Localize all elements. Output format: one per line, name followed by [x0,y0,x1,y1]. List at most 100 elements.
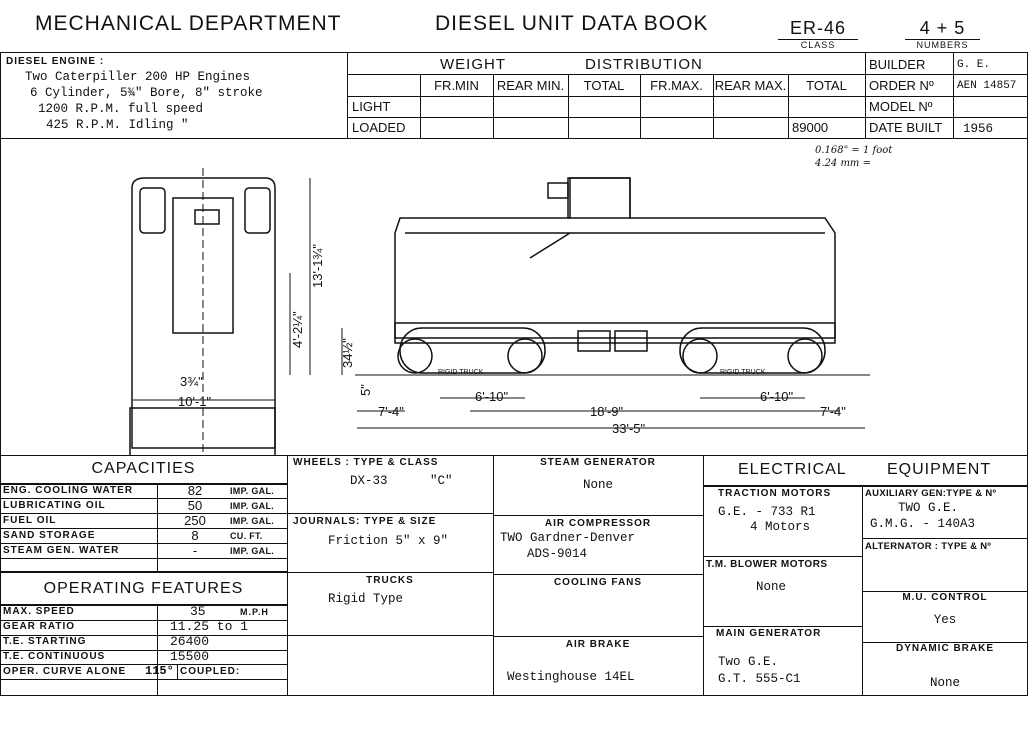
mu-control-value: Yes [933,613,957,627]
capacity-value: - [192,543,198,558]
divider [347,52,348,138]
aux-gen-value-2: G.M.G. - 140A3 [870,517,976,531]
wheels-label: WHEELS : TYPE & CLASS [293,457,439,468]
oper-curve-value: 115° [145,664,174,678]
operating-label: MAX. SPEED [3,606,75,617]
electrical-title: ELECTRICAL [738,461,847,478]
side-view [355,177,870,376]
engine-line: Two Caterpiller 200 HP Engines [25,70,251,84]
journals-label: JOURNALS: TYPE & SIZE [293,516,437,527]
numbers-value: 4 + 5 [905,18,980,40]
capacities-title: CAPACITIES [91,460,196,477]
divider [0,138,1028,139]
truck-label-rear: RIGID TRUCK [720,369,766,376]
capacity-unit: IMP. GAL. [230,516,275,526]
air-compressor-label: AIR COMPRESSOR [544,518,652,529]
dim-coupler-height: 34½" [340,338,355,368]
main-generator-value-2: G.T. 555-C1 [718,672,801,686]
trucks-label: TRUCKS [366,575,414,586]
truck-label-front: RIGID TRUCK [438,369,484,376]
main-generator-label: MAIN GENERATOR [716,628,822,639]
oper-curve-label: OPER. CURVE ALONE [3,666,127,677]
order-label: ORDER Nº [869,78,934,93]
operating-label: GEAR RATIO [3,621,76,632]
air-compressor-value-2: ADS-9014 [527,547,588,561]
date-built-label: DATE BUILT [869,120,943,135]
dynamic-brake-value: None [929,676,960,690]
col-rear-max: REAR MAX. [714,78,787,93]
dim-overhang-rear: 7'-4" [820,404,846,419]
steam-gen-value: None [582,478,613,492]
operating-value: 11.25 to 1 [170,619,249,634]
dynamic-brake-label: DYNAMIC BRAKE [896,643,994,654]
capacity-value: 250 [184,513,206,528]
loaded-total-max: 89000 [792,120,829,135]
dim-front-width: 10'-1" [178,394,212,409]
engine-line: 1200 R.P.M. full speed [38,102,204,116]
capacity-value: 50 [187,498,203,513]
row-loaded-label: LOADED [352,120,406,135]
operating-features-title: OPERATING FEATURES [43,580,244,597]
front-view [129,168,276,456]
engine-line: 425 R.P.M. Idling " [46,118,189,132]
equipment-title: EQUIPMENT [887,461,992,478]
operating-unit: M.P.H [240,607,269,617]
builder-value: G. E. [957,59,991,71]
capacity-label: LUBRICATING OIL [3,500,106,511]
book-title: DIESEL UNIT DATA BOOK [435,12,709,35]
col-total-min: TOTAL [583,78,625,93]
capacity-value: 82 [187,483,203,498]
air-brake-value: Westinghouse 14EL [507,670,635,684]
operating-label: T.E. STARTING [3,636,87,647]
wheels-class: "C" [430,474,453,488]
dim-truck-centers: 18'-9" [590,404,624,419]
capacity-unit: IMP. GAL. [230,486,275,496]
numbers-label: NUMBERS [916,40,969,50]
cooling-fans-label: COOLING FANS [553,577,643,588]
dim-overall-length: 33'-5" [612,421,646,436]
weight-title: WEIGHT [440,56,506,73]
traction-motors-value-1: G.E. - 733 R1 [718,505,816,519]
capacity-value: 8 [191,528,199,543]
air-compressor-value-1: TWO Gardner-Denver [500,531,636,545]
dim-overhang-front: 7'-4" [378,404,404,419]
dim-height: 13'-1¾" [310,244,325,288]
traction-motors-value-2: 4 Motors [750,520,811,534]
row-light-label: LIGHT [352,99,391,114]
operating-value: 35 [190,604,206,619]
steam-gen-label: STEAM GENERATOR [540,457,656,468]
class-value: ER-46 [778,18,858,40]
diesel-engine-label: DIESEL ENGINE : [6,56,105,67]
class-label: CLASS [800,40,836,50]
wheels-type: DX-33 [350,474,388,488]
blower-motors-label: T.M. BLOWER MOTORS [706,559,828,570]
builder-label: BUILDER [869,57,926,72]
journals-value: Friction 5" x 9" [328,534,449,548]
dim-wheelbase-front: 6'-10" [475,389,509,404]
capacity-label: STEAM GEN. WATER [3,545,120,556]
scale-note-2: 4.24 mm = [814,158,871,169]
capacity-label: FUEL OIL [3,515,57,526]
operating-label: T.E. CONTINUOUS [3,651,106,662]
capacity-unit: CU. FT. [230,531,263,541]
col-fr-max: FR.MAX. [650,78,703,93]
aux-gen-value-1: TWO G.E. [898,501,959,515]
engine-line: 6 Cylinder, 5¾" Bore, 8" stroke [30,86,263,100]
trucks-value: Rigid Type [328,592,404,606]
dim-wheelbase-rear: 6'-10" [760,389,794,404]
locomotive-drawing: 10'-1" 3¾" 13'-1¾" 4'-2¼" 34½" 5" 7'-4" … [129,145,893,456]
alternator-label: ALTERNATOR : TYPE & Nº [865,541,992,552]
capacity-label: ENG. COOLING WATER [3,485,134,496]
distribution-title: DISTRIBUTION [585,56,703,73]
col-fr-min: FR.MIN [434,78,479,93]
dim-deck-height: 4'-2¼" [290,311,305,348]
order-value: AEN 14857 [957,80,1017,92]
capacity-unit: IMP. GAL. [230,546,275,556]
operating-value: 26400 [170,634,210,649]
col-rear-min: REAR MIN. [496,78,565,93]
air-brake-label: AIR BRAKE [565,639,631,650]
traction-motors-label: TRACTION MOTORS [718,488,832,499]
coupled-label: COUPLED: [180,666,241,677]
main-generator-value-1: Two G.E. [718,655,779,669]
operating-value: 15500 [170,649,210,664]
